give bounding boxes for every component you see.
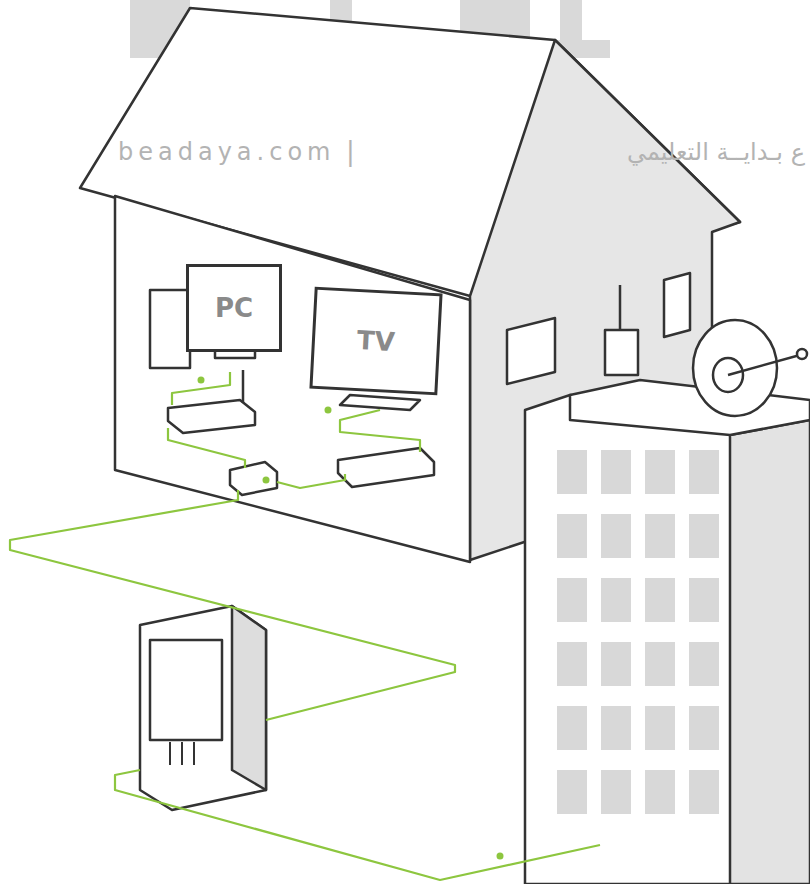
cable (10, 490, 455, 720)
building-side (730, 420, 810, 884)
cabinet-vents (170, 742, 194, 765)
building-window (557, 642, 587, 686)
satellite-dish (693, 320, 777, 416)
device-label: TV (356, 325, 395, 357)
building-window (645, 578, 675, 622)
building-window (601, 514, 631, 558)
building-window (601, 642, 631, 686)
building-window (645, 706, 675, 750)
building-window (689, 642, 719, 686)
house-front (115, 196, 470, 562)
building-window (601, 450, 631, 494)
dish-arm (728, 355, 800, 375)
cabinet-door (150, 640, 222, 740)
building-window (645, 450, 675, 494)
building-window (557, 770, 587, 814)
window (507, 318, 555, 384)
building-window (689, 578, 719, 622)
dish-feed (797, 349, 807, 359)
antenna-box (605, 330, 638, 375)
building-front (525, 395, 810, 884)
router-antenna (242, 370, 245, 403)
cabinet-side (232, 606, 266, 790)
street-cabinet (140, 606, 266, 810)
cable (340, 410, 420, 452)
cable (168, 428, 245, 468)
building-window (689, 770, 719, 814)
building-window (645, 514, 675, 558)
antenna (619, 285, 622, 330)
building-windows (557, 450, 719, 814)
cable (172, 372, 230, 405)
house-side (470, 40, 740, 560)
building-window (601, 770, 631, 814)
building-window (645, 642, 675, 686)
building-window (557, 450, 587, 494)
pc-tower (150, 290, 190, 368)
building-window (557, 514, 587, 558)
watermark-text: | (346, 136, 355, 166)
window (664, 273, 690, 337)
tv-screen: TV (309, 287, 442, 396)
building-window (601, 578, 631, 622)
building-window (689, 450, 719, 494)
watermark-text: beadaya.com (118, 138, 335, 166)
building-window (557, 706, 587, 750)
set-top-box (338, 448, 434, 487)
tv-stand (340, 395, 420, 410)
cables (10, 372, 600, 880)
router (168, 400, 255, 433)
building-window (689, 706, 719, 750)
pc-monitor: PC (186, 264, 282, 352)
building-window (601, 706, 631, 750)
cable-dots (198, 377, 504, 860)
building-window (645, 770, 675, 814)
building-window (689, 514, 719, 558)
cable (277, 474, 345, 488)
device-label: PC (215, 293, 253, 323)
cable (115, 770, 600, 880)
watermark-text: ع بـدايــة التعليمي (627, 138, 805, 166)
building-window (557, 578, 587, 622)
